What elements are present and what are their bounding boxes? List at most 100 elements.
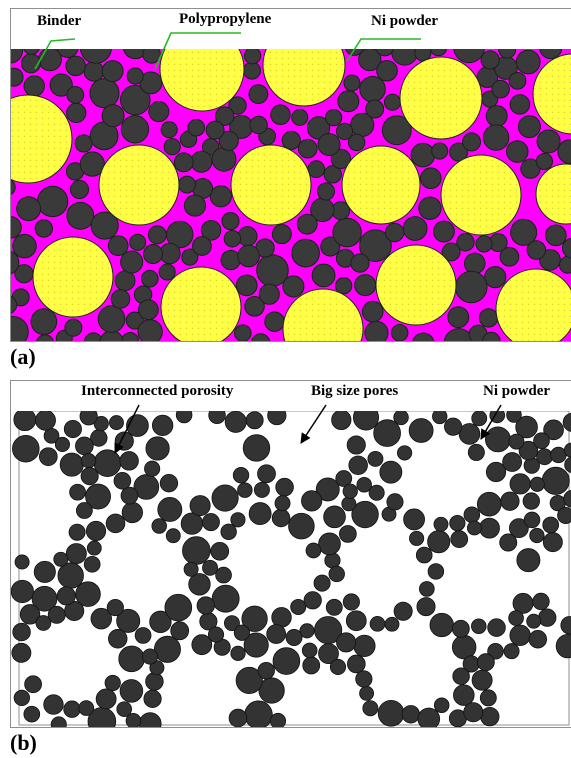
ni-particle (200, 220, 222, 241)
ni-particle (533, 432, 550, 450)
ni-particle (510, 218, 538, 246)
ni-particle (516, 548, 541, 573)
ni-particle (244, 295, 265, 317)
ni-particle (368, 484, 385, 501)
ni-particle (337, 90, 360, 113)
ni-particle (81, 453, 97, 469)
binder-leader (34, 38, 76, 70)
ni-particle (324, 108, 343, 127)
ni-particle (318, 643, 339, 664)
ni-particle (515, 49, 541, 75)
ni-particle (427, 530, 451, 554)
ni-particle (228, 96, 247, 115)
ni-particle (90, 211, 119, 240)
ni-particle (346, 435, 366, 455)
ni-particle (480, 707, 500, 727)
polypropylene-particle (160, 266, 242, 341)
ni-particle (381, 115, 412, 146)
ni-particle (443, 328, 474, 341)
ni-particle (557, 506, 571, 525)
ni-particle (297, 138, 318, 159)
ni-particle (307, 160, 326, 179)
ni-particle (68, 523, 86, 541)
ni-particle (53, 551, 69, 567)
ni-particle (431, 142, 449, 160)
ni-particle (230, 645, 246, 661)
ni-particle (545, 224, 567, 247)
ni-particle (541, 466, 570, 495)
ni-particle (134, 627, 152, 644)
ni-particle (324, 552, 341, 569)
ni-powder-particles-b (11, 404, 571, 727)
ni-particle (242, 61, 261, 80)
ni-particle (107, 235, 129, 257)
ni-particle (11, 579, 34, 604)
ni-particle (192, 236, 212, 256)
ni-particle (397, 445, 413, 461)
ni-particle (523, 511, 541, 529)
ni-particle (151, 518, 167, 534)
ni-particle (480, 50, 500, 70)
ni-particle (34, 219, 53, 238)
ni-particle (272, 647, 301, 675)
ni-particle (350, 253, 370, 273)
ni-particle (210, 541, 230, 561)
ni-particle (245, 411, 264, 430)
ni-particle (257, 661, 275, 680)
ni-particle (316, 182, 336, 201)
ni-particle (401, 705, 420, 724)
ni-particle (482, 331, 501, 341)
ni-particle (386, 493, 404, 511)
ni-particle (101, 60, 124, 83)
ni-particle (126, 67, 144, 85)
ni-particle (535, 152, 554, 171)
ni-particle (11, 642, 32, 663)
ni-particle (359, 229, 392, 262)
ni-particle (508, 518, 529, 539)
ni-particle (153, 635, 181, 663)
ni-particle (143, 689, 162, 708)
ni-particle (243, 47, 262, 65)
ni-particle (66, 201, 95, 230)
ni-particle (332, 217, 362, 248)
ni-particle (56, 586, 76, 606)
ni-particle (249, 115, 268, 135)
header-strip-b (11, 381, 571, 411)
ni-particle (313, 574, 331, 592)
ni-particle (509, 624, 531, 646)
polypropylene-particles (11, 23, 571, 341)
ni-particle (173, 152, 194, 173)
ni-particle (282, 275, 305, 298)
ni-particle (106, 598, 124, 617)
polypropylene-particle (535, 163, 571, 225)
ni-particle (159, 474, 179, 493)
ni-particle (241, 605, 268, 632)
ni-particle (331, 409, 352, 431)
binder-label: Binder (37, 13, 82, 29)
ni-particle (528, 630, 548, 649)
ni-particle (11, 316, 29, 341)
ni-particle (343, 74, 361, 92)
ni-particle (97, 305, 126, 333)
ni-particle (508, 71, 527, 90)
ni-particle (69, 483, 86, 501)
ni-particle (323, 505, 346, 529)
ni-particle (137, 319, 163, 341)
ni-particle (232, 467, 250, 484)
ni-particle (119, 84, 151, 116)
ni-particle (244, 700, 273, 727)
big-size-pores-arrow (300, 404, 327, 444)
ni-particle (487, 618, 506, 637)
ni-particle (347, 654, 366, 674)
polypropylene-particle (399, 56, 483, 140)
ni-particle (12, 622, 31, 642)
ni-particle (151, 414, 174, 437)
leader-lines-a (34, 32, 421, 70)
ni-particle (542, 516, 560, 534)
ni-particle (509, 473, 531, 495)
ni-particle (133, 474, 160, 500)
ni-particle (508, 610, 524, 626)
ni-particle (264, 311, 285, 332)
ni-particle (432, 408, 448, 425)
ni-particle (138, 299, 159, 321)
